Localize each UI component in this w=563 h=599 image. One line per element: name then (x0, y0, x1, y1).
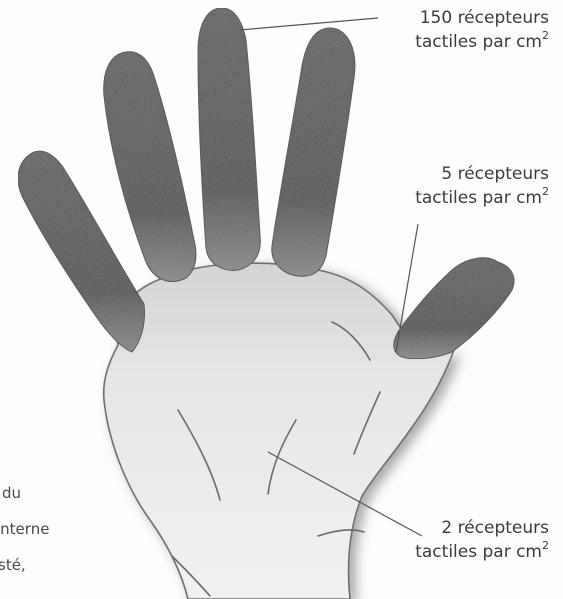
edge-text-line-2: interne (0, 520, 49, 538)
label-fingertip: 150 récepteurs tactiles par cm2 (415, 6, 549, 54)
palm-shape (104, 263, 454, 599)
label-palm-count: 2 récepteurs (415, 516, 549, 540)
edge-text-line-1: du (2, 484, 21, 502)
edge-text-line-3: sté, (0, 556, 26, 574)
thumb (394, 258, 514, 359)
label-palm: 2 récepteurs tactiles par cm2 (415, 516, 549, 564)
middle-finger (198, 8, 260, 270)
label-fingertip-unit: tactiles par cm2 (415, 30, 549, 54)
index-finger (272, 28, 355, 276)
ring-finger (104, 52, 196, 282)
label-finger-base-unit: tactiles par cm2 (415, 186, 549, 210)
label-palm-unit: tactiles par cm2 (415, 540, 549, 564)
label-finger-base: 5 récepteurs tactiles par cm2 (415, 162, 549, 210)
label-finger-base-count: 5 récepteurs (415, 162, 549, 186)
label-fingertip-count: 150 récepteurs (415, 6, 549, 30)
